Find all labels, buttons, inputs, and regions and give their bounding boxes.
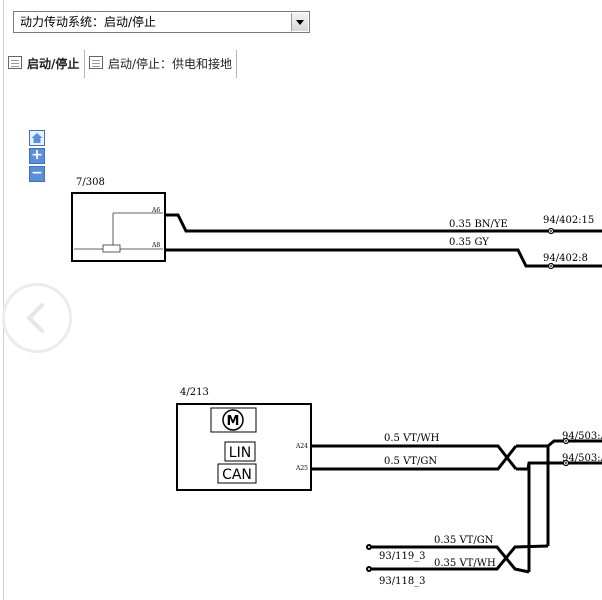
can-label: CAN (222, 467, 252, 483)
tab-divider (236, 50, 237, 78)
wire-vt-gn-035-label: 0.35 VT/GN (434, 535, 494, 546)
twisted-pair-can[interactable] (311, 439, 602, 471)
wire-gy[interactable] (165, 248, 602, 268)
zoom-home-button[interactable] (29, 130, 45, 146)
wire-vt-gn-label: 0.5 VT/GN (384, 456, 437, 467)
pin-a24-label: A24 (295, 443, 308, 450)
connector-94-402-8[interactable] (547, 262, 555, 270)
dropdown-selected: 动力传动系统：启动/停止 (20, 15, 157, 29)
twisted-pair-branch[interactable] (369, 446, 550, 574)
pin-a25-label: A25 (295, 465, 308, 472)
connector-93-119-3[interactable] (366, 544, 372, 550)
home-icon (31, 133, 43, 143)
plus-icon: + (31, 147, 43, 163)
connector-93-119-3-label: 93/119_3 (379, 551, 426, 562)
schematic-icon (89, 56, 103, 69)
motor-icon (222, 409, 244, 431)
connector-94-503-a-top[interactable] (562, 437, 570, 445)
component-7-308-internal (74, 212, 163, 253)
wire-gy-label: 0.35 GY (449, 237, 489, 248)
wire-bn-ye-label: 0.35 BN/YE (449, 219, 508, 230)
tab-label: 启动/停止：供电和接地 (108, 57, 233, 71)
wire-vt-wh-035-label: 0.35 VT/WH (434, 558, 496, 569)
motor-label: M (227, 414, 240, 429)
chevron-down-icon[interactable] (291, 13, 308, 31)
schematic-icon (8, 56, 22, 69)
zoom-in-button[interactable]: + (29, 148, 45, 164)
pin-a6-label: A6 (151, 207, 160, 214)
connector-94-503-a-top-label: 94/503:A (562, 431, 602, 442)
connector-94-503-a-bottom-label: 94/503:A (562, 453, 602, 464)
tab-power-ground[interactable]: 启动/停止：供电和接地 (86, 50, 236, 78)
wire-bn-ye[interactable] (165, 213, 602, 233)
connector-94-503-a-bottom[interactable] (562, 459, 570, 467)
connector-94-402-15[interactable] (547, 227, 555, 235)
tab-divider (84, 50, 85, 78)
lin-label: LIN (229, 445, 251, 461)
lin-box (224, 441, 256, 462)
connector-94-402-8-label: 94/402:8 (543, 253, 588, 264)
tab-label: 启动/停止 (27, 57, 80, 71)
system-dropdown[interactable]: 动力传动系统：启动/停止 (13, 11, 310, 33)
pin-a8-label: A8 (151, 242, 160, 249)
minus-icon: − (31, 165, 43, 181)
component-4-213-id: 4/213 (180, 387, 209, 398)
can-box (217, 463, 257, 484)
zoom-out-button[interactable]: − (29, 166, 45, 182)
component-7-308-id: 7/308 (76, 177, 105, 188)
connector-94-402-15-label: 94/402:15 (543, 215, 594, 226)
left-border (3, 0, 4, 600)
connector-93-118-3[interactable] (366, 566, 372, 572)
connector-93-118-3-label: 93/118_3 (379, 576, 426, 587)
nav-back-button[interactable] (2, 283, 72, 353)
tab-start-stop[interactable]: 启动/停止 (5, 50, 84, 78)
wire-vt-wh-label: 0.5 VT/WH (384, 433, 440, 444)
